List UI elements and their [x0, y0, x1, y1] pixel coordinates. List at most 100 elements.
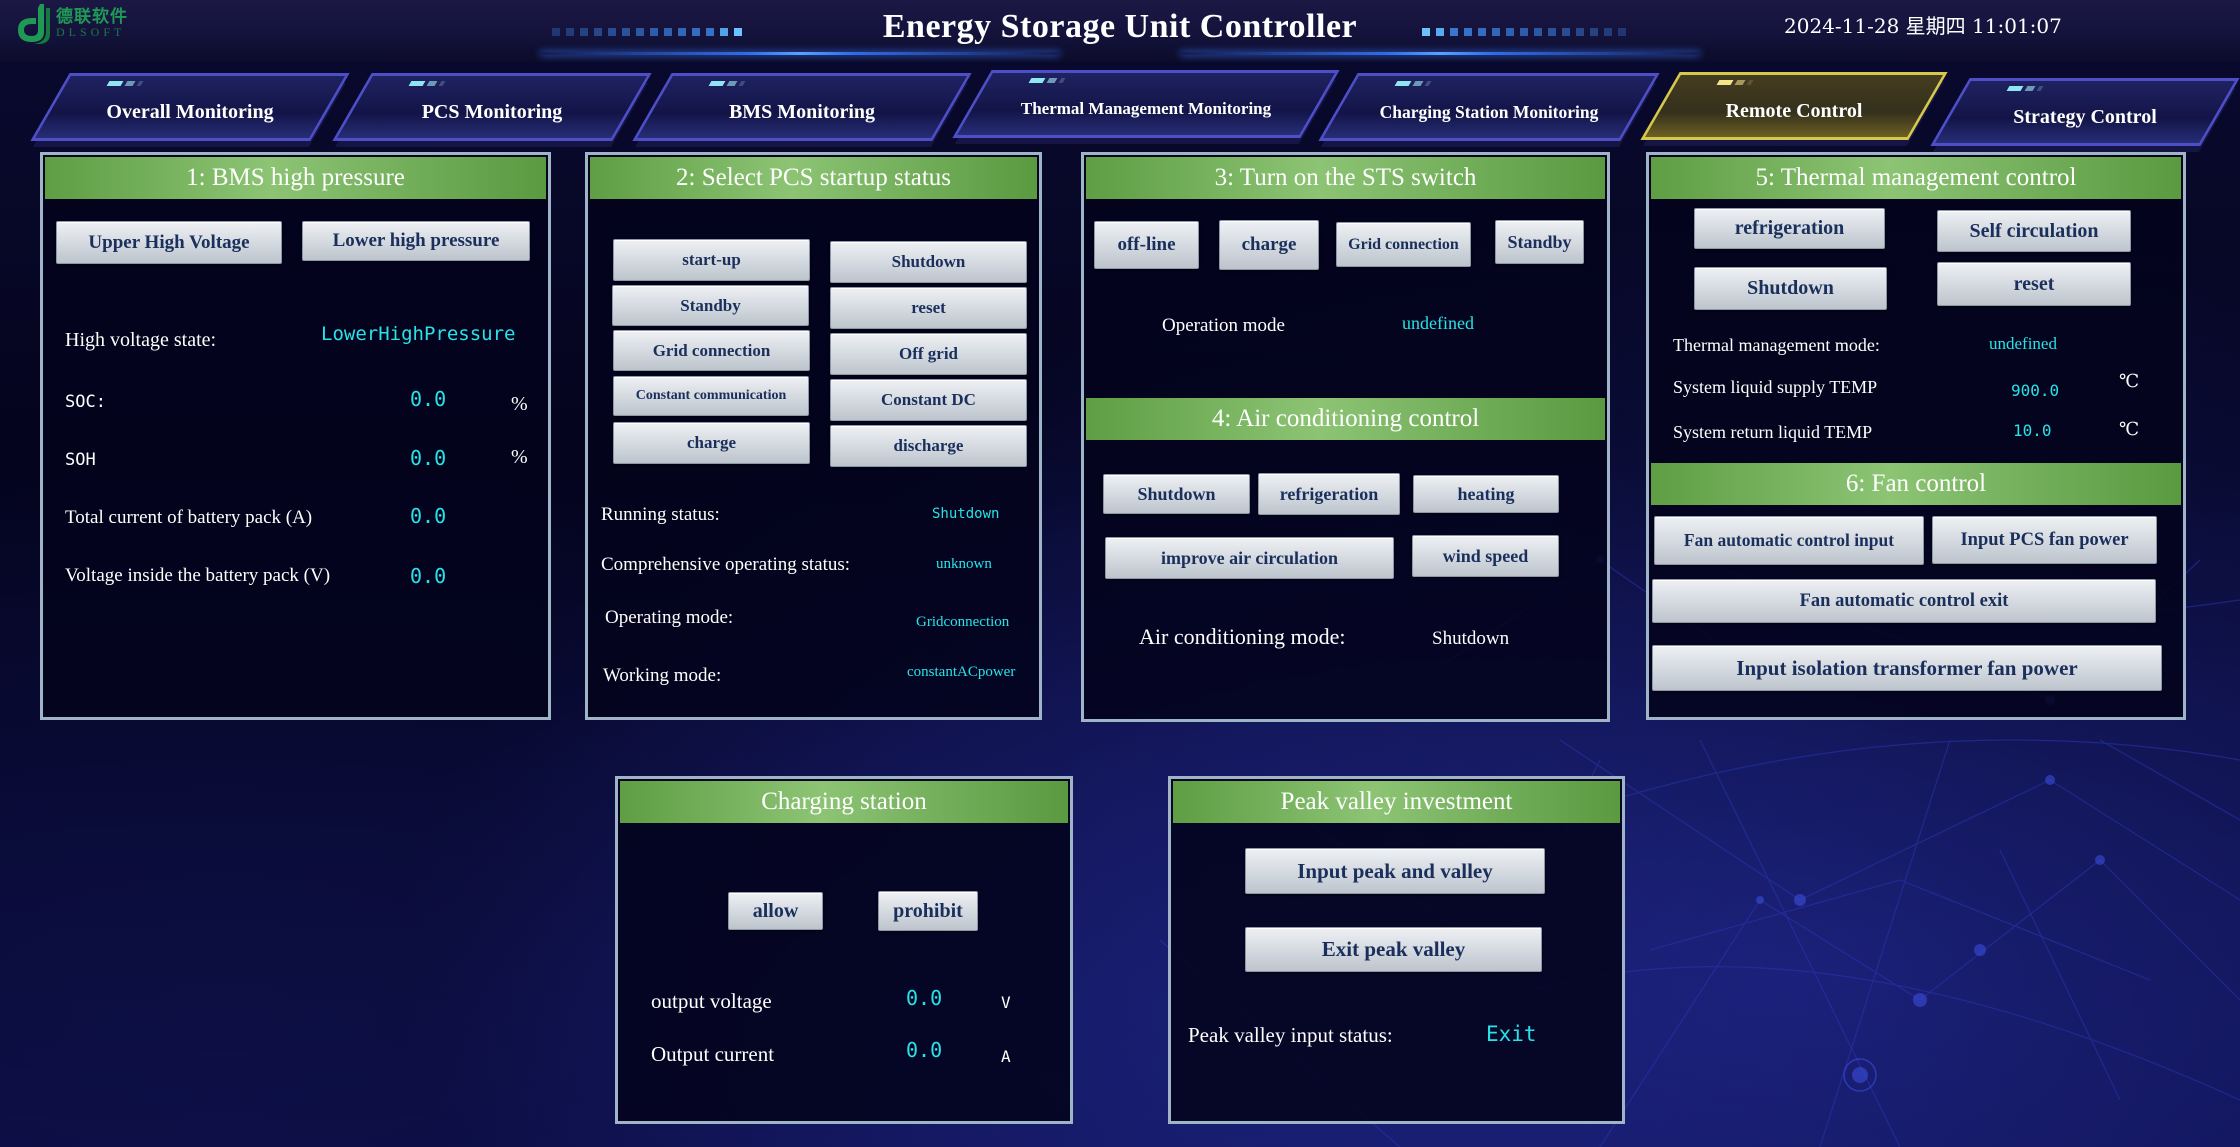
output-voltage-label: output voltage: [651, 989, 772, 1013]
sts-grid-connection-button[interactable]: Grid connection: [1336, 222, 1471, 267]
upper-high-voltage-button[interactable]: Upper High Voltage: [56, 221, 282, 264]
output-voltage-value: 0.0: [906, 986, 943, 1010]
tab-overall-monitoring[interactable]: Overall Monitoring: [30, 73, 350, 141]
header-glow-line-right: [1180, 52, 1700, 55]
panel-bms-high-pressure: 1: BMS high pressure Upper High Voltage …: [40, 152, 551, 720]
lower-high-pressure-button[interactable]: Lower high pressure: [302, 221, 530, 261]
battery-voltage-label: Voltage inside the battery pack (V): [65, 565, 331, 586]
air-improve-circulation-button[interactable]: improve air circulation: [1105, 537, 1394, 579]
pcs-off-grid-button[interactable]: Off grid: [830, 333, 1027, 375]
output-current-label: Output current: [651, 1042, 775, 1066]
logo-text-cn: 德联软件: [56, 7, 128, 27]
soc-value: 0.0: [410, 387, 447, 411]
air-wind-speed-button[interactable]: wind speed: [1412, 535, 1559, 577]
soh-unit: %: [511, 446, 528, 468]
datetime: 2024-11-28 星期四 11:01:07: [1784, 14, 2062, 38]
operation-mode-label: Operation mode: [1162, 315, 1285, 336]
tab-pcs-monitoring[interactable]: PCS Monitoring: [332, 73, 652, 141]
comprehensive-status-value: unknown: [936, 556, 992, 572]
air-shutdown-button[interactable]: Shutdown: [1103, 474, 1250, 514]
air-refrigeration-button[interactable]: refrigeration: [1258, 473, 1400, 515]
tab-thermal-management-monitoring[interactable]: Thermal Management Monitoring: [952, 70, 1340, 138]
air-conditioning-mode-value: Shutdown: [1432, 628, 1510, 649]
logo: 德联软件 DLSOFT: [10, 2, 128, 44]
liquid-return-temp-value: 10.0: [2013, 421, 2052, 440]
tab-charging-station-monitoring[interactable]: Charging Station Monitoring: [1318, 73, 1660, 141]
tab-label: Overall Monitoring: [106, 100, 274, 123]
sts-charge-button[interactable]: charge: [1219, 220, 1319, 270]
operating-mode-value: Gridconnection: [916, 614, 1010, 630]
liquid-supply-temp-label: System liquid supply TEMP: [1673, 377, 1878, 397]
charging-prohibit-button[interactable]: prohibit: [878, 891, 978, 931]
exit-peak-valley-button[interactable]: Exit peak valley: [1245, 927, 1542, 972]
pcs-shutdown-button[interactable]: Shutdown: [830, 241, 1027, 283]
air-conditioning-mode-label: Air conditioning mode:: [1139, 624, 1346, 649]
air-heating-button[interactable]: heating: [1413, 475, 1559, 513]
panel-peak-valley: Peak valley investment Input peak and va…: [1168, 776, 1625, 1124]
panel-title: 3: Turn on the STS switch: [1086, 157, 1605, 199]
thermal-refrigeration-button[interactable]: refrigeration: [1694, 208, 1885, 249]
thermal-mode-value: undefined: [1989, 334, 2057, 353]
header-bar: 德联软件 DLSOFT Energy Storage Unit Controll…: [0, 0, 2240, 62]
panel-title-fan: 6: Fan control: [1651, 463, 2181, 505]
charging-allow-button[interactable]: allow: [728, 892, 823, 930]
fan-auto-control-input-button[interactable]: Fan automatic control input: [1654, 516, 1924, 565]
tab-label: BMS Monitoring: [728, 100, 876, 123]
panel-title: Charging station: [620, 781, 1068, 823]
soc-label: SOC:: [65, 392, 106, 412]
pcs-standby-button[interactable]: Standby: [612, 285, 809, 326]
output-voltage-unit: V: [1001, 993, 1011, 1012]
high-voltage-state-label: High voltage state:: [65, 329, 217, 351]
tab-remote-control[interactable]: Remote Control: [1640, 72, 1948, 140]
tab-bms-monitoring[interactable]: BMS Monitoring: [632, 73, 972, 141]
liquid-return-temp-unit: ℃: [2119, 419, 2140, 439]
peak-valley-status-value: Exit: [1486, 1022, 1537, 1046]
decorative-dots-left: [552, 28, 742, 36]
decorative-dots-right: [1422, 28, 1626, 36]
logo-text-en: DLSOFT: [56, 25, 126, 39]
pcs-constant-dc-button[interactable]: Constant DC: [830, 379, 1027, 421]
panel-title: Peak valley investment: [1173, 781, 1620, 823]
panel-title: 2: Select PCS startup status: [590, 157, 1037, 199]
sts-standby-button[interactable]: Standby: [1495, 220, 1584, 264]
thermal-shutdown-button[interactable]: Shutdown: [1694, 267, 1887, 310]
operation-mode-value: undefined: [1402, 313, 1474, 333]
fan-auto-control-exit-button[interactable]: Fan automatic control exit: [1652, 579, 2156, 623]
input-pcs-fan-power-button[interactable]: Input PCS fan power: [1932, 516, 2157, 564]
soc-unit: %: [511, 393, 528, 415]
high-voltage-state-value: LowerHighPressure: [321, 323, 516, 345]
total-current-value: 0.0: [410, 504, 447, 528]
pcs-constant-communication-button[interactable]: Constant communication: [613, 376, 809, 416]
tab-label: Thermal Management Monitoring: [1020, 99, 1272, 118]
thermal-mode-label: Thermal management mode:: [1673, 335, 1880, 355]
pcs-charge-button[interactable]: charge: [613, 422, 810, 464]
tab-label: Remote Control: [1725, 99, 1863, 122]
panel-thermal-fan: 5: Thermal management control refrigerat…: [1646, 152, 2186, 720]
liquid-supply-temp-value: 900.0: [2011, 381, 2060, 400]
thermal-self-circulation-button[interactable]: Self circulation: [1937, 210, 2131, 252]
pcs-startup-button[interactable]: start-up: [613, 239, 810, 281]
tab-label: PCS Monitoring: [421, 100, 563, 123]
total-current-label: Total current of battery pack (A): [65, 507, 313, 528]
pcs-grid-connection-button[interactable]: Grid connection: [613, 330, 810, 371]
thermal-reset-button[interactable]: reset: [1937, 262, 2131, 306]
battery-voltage-value: 0.0: [410, 564, 447, 588]
input-isolation-transformer-fan-power-button[interactable]: Input isolation transformer fan power: [1652, 645, 2162, 691]
panel-charging-station: Charging station allow prohibit output v…: [615, 776, 1073, 1124]
peak-valley-status-label: Peak valley input status:: [1188, 1023, 1393, 1047]
header-glow-line-left: [540, 52, 1060, 55]
operating-mode-label: Operating mode:: [605, 607, 734, 628]
panel-title-air: 4: Air conditioning control: [1086, 398, 1605, 440]
input-peak-valley-button[interactable]: Input peak and valley: [1245, 848, 1545, 894]
tab-strategy-control[interactable]: Strategy Control: [1930, 78, 2240, 146]
pcs-discharge-button[interactable]: discharge: [830, 425, 1027, 467]
running-status-value: Shutdown: [932, 506, 1000, 522]
sts-offline-button[interactable]: off-line: [1094, 221, 1199, 269]
logo-d-icon: [10, 2, 52, 44]
tab-label: Charging Station Monitoring: [1379, 101, 1599, 122]
working-mode-value: constantACpower: [907, 664, 1016, 680]
liquid-return-temp-label: System return liquid TEMP: [1673, 422, 1873, 442]
pcs-reset-button[interactable]: reset: [830, 287, 1027, 329]
panel-sts-air-conditioning: 3: Turn on the STS switch off-line charg…: [1081, 152, 1610, 722]
output-current-unit: A: [1001, 1047, 1011, 1066]
